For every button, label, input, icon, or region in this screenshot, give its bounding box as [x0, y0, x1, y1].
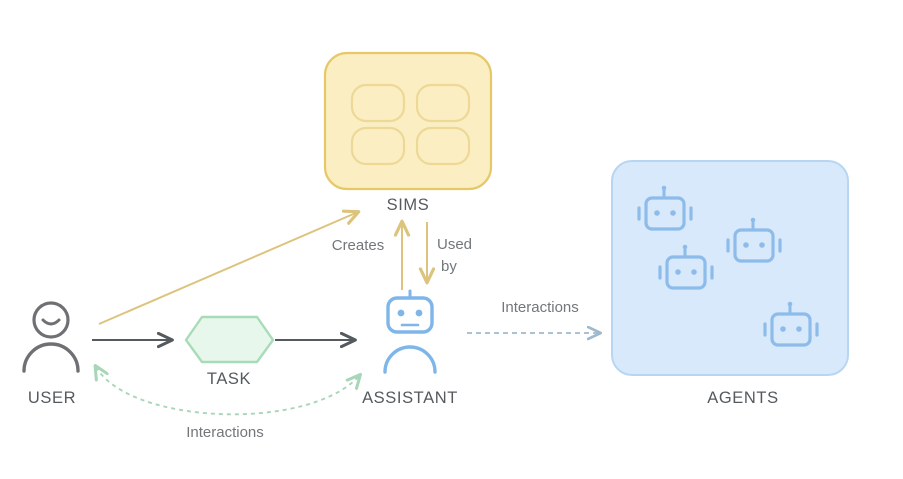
person-icon: [22, 301, 80, 373]
robot-icon: [726, 217, 782, 263]
edge-label-used-by-line2: by: [441, 258, 457, 275]
grid-box-icon: [323, 51, 493, 191]
robot-icon: [637, 185, 693, 231]
hexagon-icon: [184, 315, 275, 364]
edge-user-assistant-interactions: [96, 367, 360, 416]
node-label-task: TASK: [206, 370, 252, 388]
node-label-assistant: ASSISTANT: [362, 389, 458, 407]
robot-assistant-icon: [383, 289, 437, 374]
node-label-agents: AGENTS: [707, 389, 779, 407]
edge-label-used-by-line1: Used: [437, 236, 473, 253]
edge-user-creates-sims: [98, 212, 358, 325]
robot-icon: [658, 244, 714, 290]
edge-label-interactions-user-assistant: Interactions: [186, 424, 264, 441]
node-label-sims: SIMS: [386, 196, 430, 214]
edge-label-interactions-agents: Interactions: [501, 299, 579, 316]
robot-icon: [763, 301, 819, 347]
node-label-user: USER: [27, 389, 77, 407]
edge-label-creates: Creates: [331, 237, 385, 254]
robot-group-icon: [611, 160, 849, 376]
